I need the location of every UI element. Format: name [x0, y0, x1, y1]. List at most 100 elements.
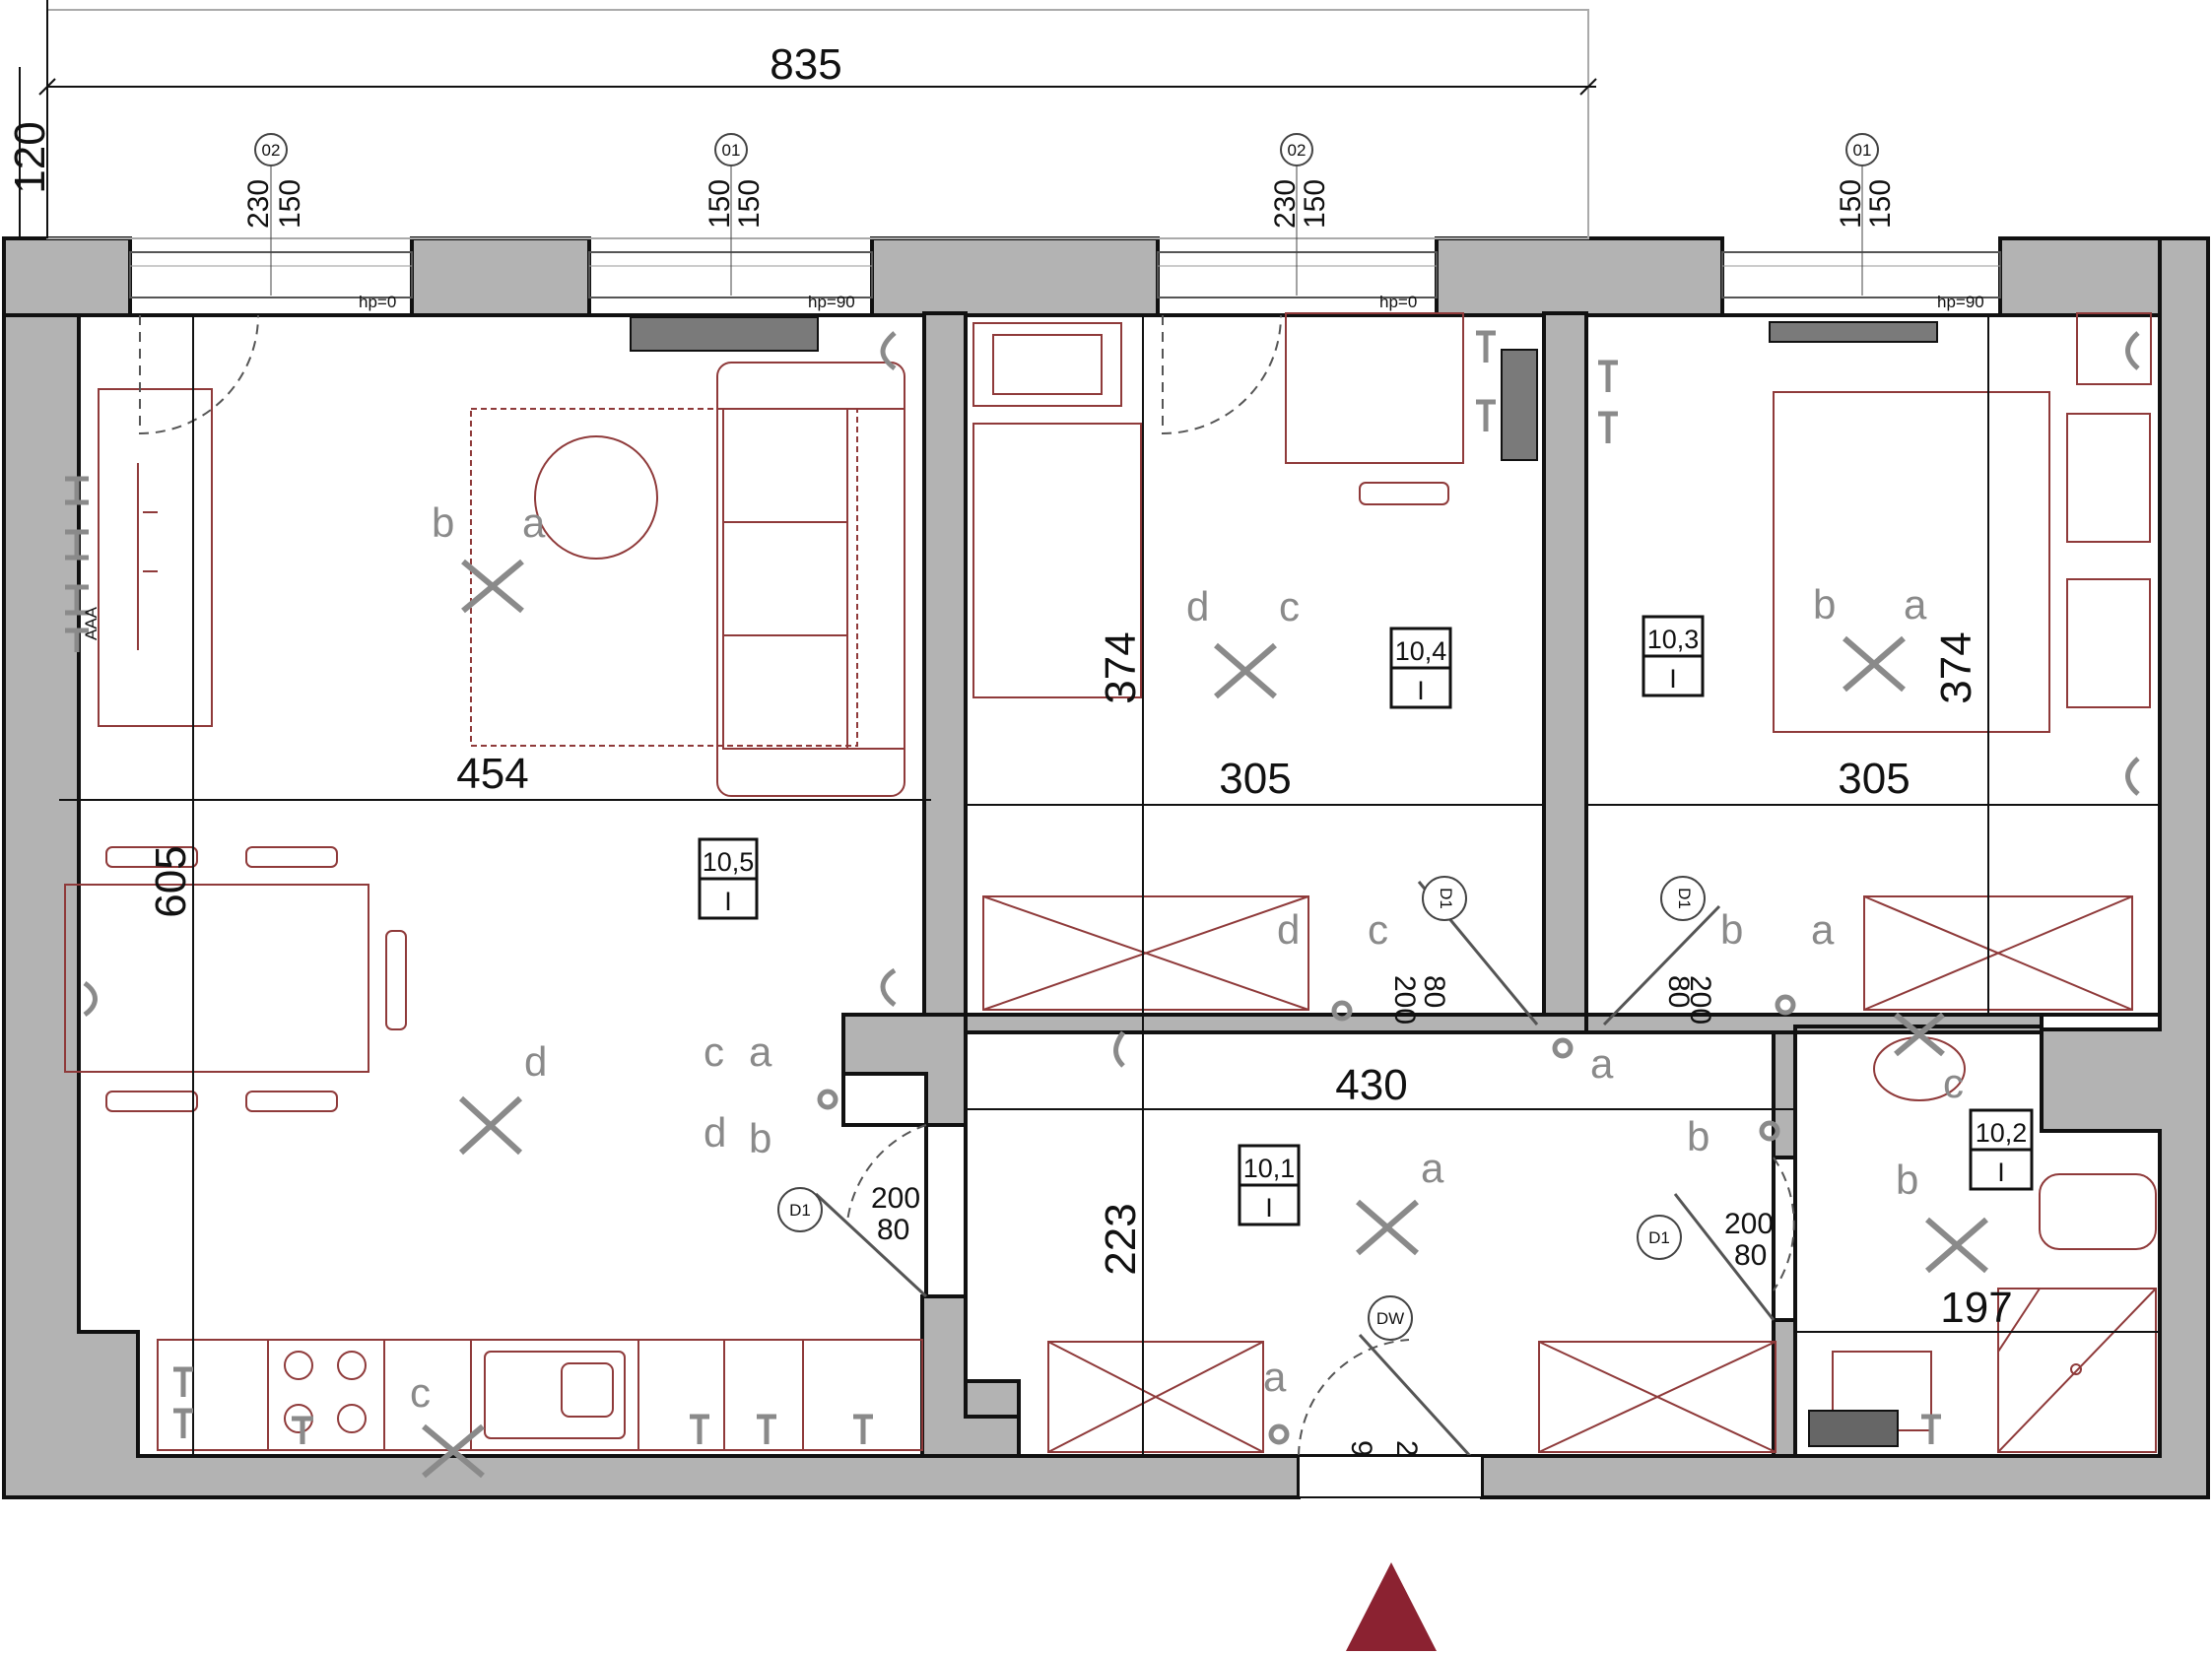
light-bath	[1925, 1217, 1988, 1274]
svg-text:hp=0: hp=0	[1379, 293, 1417, 311]
svg-text:200: 200	[871, 1182, 920, 1215]
window-tag-3: 02 230 150	[1269, 133, 1331, 296]
room-box-bath: 10,2 I	[1969, 1108, 2034, 1191]
bedroom2-width: 305	[1838, 755, 1910, 803]
light-bedroom1	[1214, 642, 1277, 699]
svg-text:10,4: 10,4	[1395, 636, 1447, 666]
room-outlines	[77, 313, 2162, 1458]
svg-text:a: a	[1263, 1354, 1287, 1400]
svg-text:b: b	[1687, 1113, 1709, 1159]
svg-text:hp=90: hp=90	[1937, 293, 1984, 311]
svg-text:a: a	[1811, 906, 1835, 953]
svg-text:10,2: 10,2	[1976, 1118, 2028, 1148]
interior-wall-bedroom2-bottom	[1584, 1013, 2044, 1034]
svg-text:D1: D1	[1437, 888, 1455, 909]
bedroom1-furniture	[972, 312, 1464, 1011]
hall-width: 430	[1335, 1061, 1407, 1109]
svg-text:b: b	[1896, 1157, 1918, 1203]
room-boxes: 10,5 I 10,4 I 10,3 I 10,1 I 10,2 I	[698, 615, 2034, 1226]
light-bath-top	[1894, 1012, 1945, 1057]
svg-text:01: 01	[1853, 141, 1872, 160]
svg-text:a: a	[522, 499, 546, 546]
tv-cabinet	[98, 388, 213, 727]
door-tag-4: D1 80 200	[1660, 876, 1716, 1025]
svg-text:D1: D1	[1675, 888, 1694, 909]
svg-text:a: a	[1904, 581, 1927, 628]
washing-machine	[1808, 1410, 1899, 1447]
svg-text:10,5: 10,5	[703, 847, 755, 877]
interior-wall-1	[922, 311, 968, 1017]
svg-text:150: 150	[274, 179, 306, 229]
window-tag-1: 02 230 150	[242, 133, 306, 296]
top-wall-pier-2	[410, 236, 591, 317]
interior-wall-bedroom1-bottom	[964, 1013, 1588, 1034]
svg-text:200: 200	[1388, 975, 1421, 1025]
svg-text:hp=0: hp=0	[359, 293, 396, 311]
svg-text:c: c	[704, 1028, 724, 1075]
window-tag-2: 01 150 150	[704, 133, 766, 296]
svg-text:I: I	[1997, 1158, 2005, 1187]
svg-text:b: b	[1720, 906, 1743, 953]
svg-text:I: I	[724, 887, 732, 916]
svg-text:230: 230	[242, 179, 275, 229]
light-bedroom2	[1843, 635, 1906, 693]
sockets: AAA	[65, 330, 2140, 1445]
bath-width: 197	[1940, 1284, 2012, 1332]
hall-height: 223	[1097, 1203, 1145, 1275]
bedroom2-furniture	[1773, 312, 2152, 1011]
interior-wall-hall	[841, 1013, 968, 1127]
left-offset-dimension: 120	[6, 121, 54, 193]
window-tags: 02 230 150 01 150 150 02 230 150 01 150 …	[242, 133, 1897, 296]
svg-text:10,3: 10,3	[1647, 625, 1700, 654]
room-box-bedroom2: 10,3 I	[1642, 615, 1705, 697]
doors: D1 200 80 D1 200 80 D1 80 200 D1 80 200 …	[139, 314, 1795, 1498]
light-markers	[422, 559, 1988, 1479]
hall-wardrobes	[1047, 1341, 1776, 1453]
svg-text:150: 150	[1864, 179, 1897, 229]
window-4	[1721, 251, 2001, 298]
window-tag-4: 01 150 150	[1835, 133, 1897, 296]
furniture	[64, 312, 2157, 1453]
walls	[2, 236, 2210, 1499]
door-tag-3: D1 80 200	[1388, 876, 1467, 1025]
dimension-lines: 454 605 305 374 305 374 430 223 197	[59, 315, 2160, 1456]
svg-text:c: c	[410, 1369, 431, 1416]
light-dining	[458, 1095, 523, 1156]
svg-text:02: 02	[1288, 141, 1307, 160]
fixture-letters: b a d c a d b c d c d c b a b a a a b b …	[410, 499, 1964, 1416]
svg-text:a: a	[1590, 1040, 1614, 1087]
bedroom1-width: 305	[1219, 755, 1291, 803]
light-kitchen	[422, 1423, 485, 1479]
svg-text:I: I	[1417, 676, 1425, 705]
entrance-opening	[1298, 1455, 1483, 1498]
svg-text:80: 80	[1418, 975, 1450, 1008]
coffee-table	[534, 435, 658, 560]
svg-text:I: I	[1265, 1193, 1273, 1223]
top-total-dimension: 835	[770, 40, 841, 89]
top-wall-pier-3	[870, 236, 1160, 317]
light-hall	[1356, 1199, 1419, 1256]
svg-text:200: 200	[1724, 1208, 1774, 1240]
heaters: hp=0 hp=90 hp=0 hp=90	[359, 293, 1984, 461]
living-height: 605	[147, 845, 195, 917]
svg-text:DW: DW	[1376, 1309, 1404, 1328]
living-width: 454	[456, 750, 528, 798]
interior-wall-2	[1542, 311, 1588, 1017]
svg-text:d: d	[1277, 906, 1300, 953]
top-wall-pier-4	[1435, 236, 1724, 317]
bedroom1-height: 374	[1097, 631, 1145, 703]
svg-text:d: d	[704, 1109, 726, 1156]
room-box-bedroom1: 10,4 I	[1389, 627, 1452, 709]
svg-text:d: d	[524, 1038, 547, 1085]
svg-text:c: c	[1368, 906, 1388, 953]
svg-text:a: a	[749, 1028, 772, 1075]
interior-wall-bath-low	[1772, 1318, 1797, 1458]
svg-text:150: 150	[1299, 179, 1331, 229]
svg-text:c: c	[1279, 583, 1300, 629]
room-box-living: 10,5 I	[698, 837, 759, 920]
svg-text:c: c	[1943, 1060, 1964, 1106]
svg-text:b: b	[749, 1115, 771, 1161]
top-wall-pier-1	[2, 236, 132, 317]
svg-text:a: a	[1421, 1145, 1444, 1191]
svg-text:10,1: 10,1	[1243, 1154, 1296, 1183]
